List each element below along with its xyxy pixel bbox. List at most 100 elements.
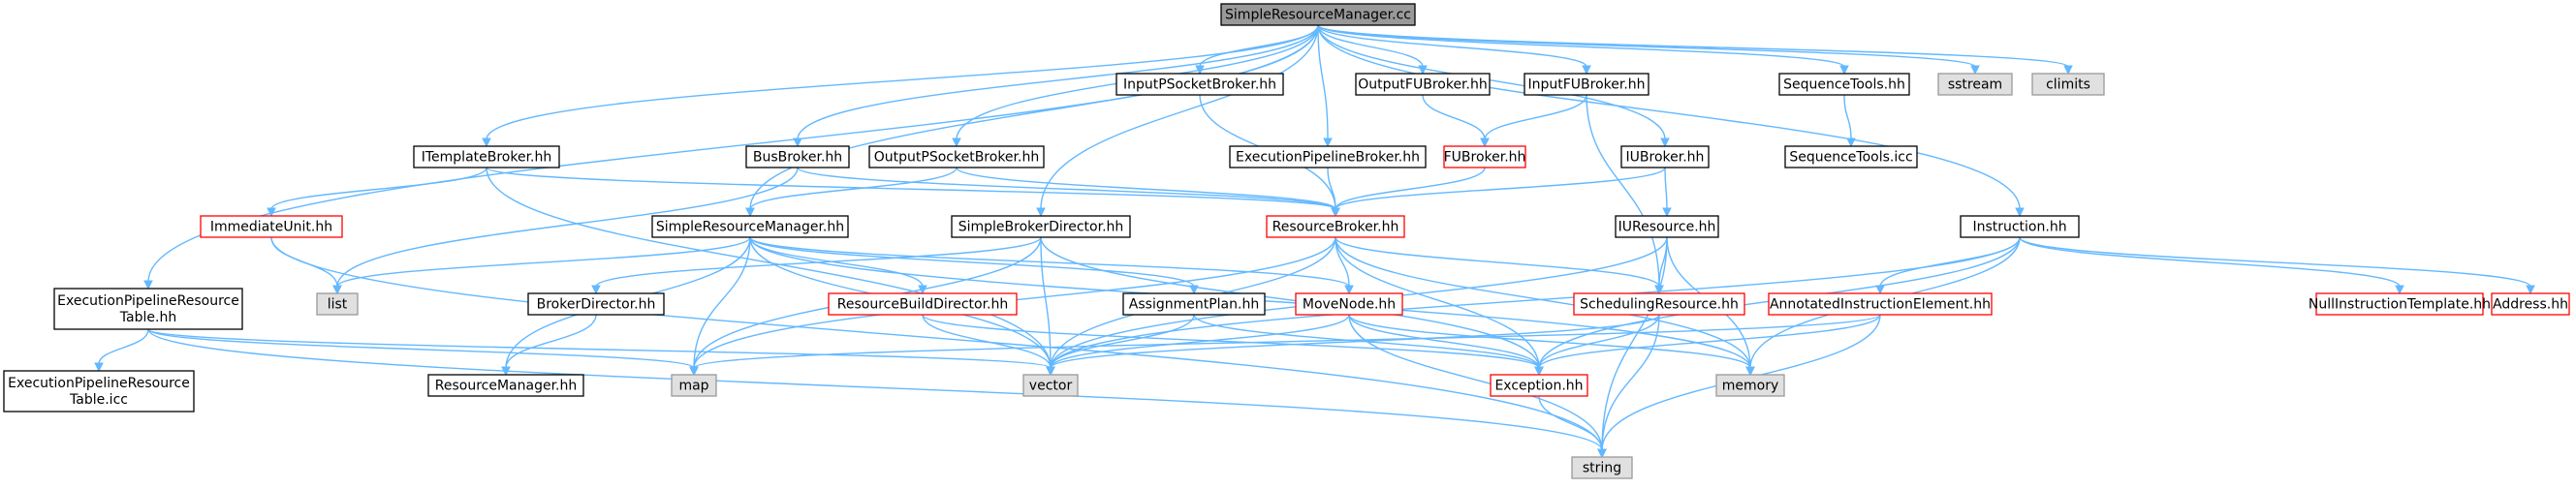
- edge-resourcebroker-to-schedulingresource: [1335, 236, 1660, 288]
- node-box: [1220, 3, 1416, 26]
- node-assignmentplan-hh[interactable]: AssignmentPlan.hh: [1122, 292, 1266, 316]
- node-box: [1266, 215, 1405, 238]
- node-label: Table.icc: [69, 392, 128, 408]
- node-fubroker-hh[interactable]: FUBroker.hh: [1443, 145, 1526, 168]
- edge-root-to-simpleresourcemanager: [749, 24, 1319, 210]
- node-resourcebuilddirector-hh[interactable]: ResourceBuildDirector.hh: [828, 292, 1018, 316]
- node-busbroker-hh[interactable]: BusBroker.hh: [745, 145, 850, 168]
- node-box: [2491, 292, 2570, 316]
- edge-arrowhead: [1597, 448, 1607, 459]
- node-box: [868, 145, 1045, 168]
- edge-arrowhead: [1480, 138, 1490, 148]
- node-label: ExecutionPipelineResource: [57, 293, 239, 309]
- node-climits: climits: [2031, 73, 2105, 96]
- node-box: [1768, 292, 1993, 316]
- node-inputpsocketbroker-hh[interactable]: InputPSocketBroker.hh: [1115, 73, 1284, 96]
- node-outputpsocketbroker-hh[interactable]: OutputPSocketBroker.hh: [868, 145, 1045, 168]
- node-label: SimpleResourceManager.hh: [656, 220, 844, 235]
- node-label: OutputFUBroker.hh: [1358, 77, 1487, 93]
- node-iuresource-hh[interactable]: IUResource.hh: [1615, 215, 1719, 238]
- edge-arrowhead: [689, 366, 699, 377]
- node-label: vector: [1029, 379, 1073, 394]
- node-label: list: [328, 297, 348, 313]
- edge-fubroker-to-resourcebroker: [1335, 167, 1486, 210]
- node-itemplatebroker-hh[interactable]: ITemplateBroker.hh: [413, 145, 560, 168]
- edge-inputfubroker-to-fubroker: [1484, 94, 1587, 140]
- edge-schedulingresource-to-exception: [1538, 314, 1660, 369]
- node-box: [1490, 374, 1588, 397]
- node-box: [53, 288, 243, 330]
- edge-instruction-to-annotatedinstructionelement: [1879, 236, 2021, 288]
- edge-busbroker-to-list: [336, 167, 799, 288]
- edge-instruction-to-address: [2019, 236, 2531, 288]
- node-nullinstructiontemplate-hh[interactable]: NullInstructionTemplate.hh: [2309, 292, 2491, 316]
- edge-inputfubroker-to-schedulingresource: [1586, 94, 1660, 288]
- node-annotatedinstructionelement-hh[interactable]: AnnotatedInstructionElement.hh: [1768, 292, 1993, 316]
- edge-arrowhead: [2063, 65, 2073, 76]
- edge-root-to-simplebrokerdirector: [1040, 24, 1319, 210]
- node-label: Exception.hh: [1494, 379, 1583, 394]
- node-box: [1715, 374, 1785, 397]
- node-label: ResourceManager.hh: [435, 379, 577, 394]
- node-resourcebroker-hh[interactable]: ResourceBroker.hh: [1266, 215, 1405, 238]
- node-executionpipelinebroker-hh[interactable]: ExecutionPipelineBroker.hh: [1229, 145, 1427, 168]
- edge-resourcebuilddirector-to-exception: [922, 314, 1540, 369]
- node-label: sstream: [1948, 77, 2002, 93]
- node-outputfubroker-hh[interactable]: OutputFUBroker.hh: [1355, 73, 1491, 96]
- node-box: [745, 145, 850, 168]
- edge-arrowhead: [1036, 207, 1046, 218]
- node-inputfubroker-hh[interactable]: InputFUBroker.hh: [1524, 73, 1649, 96]
- edge-itemplatebroker-to-immediateunit: [270, 167, 487, 210]
- edge-movenode-to-memory: [1348, 314, 1751, 369]
- node-address-hh[interactable]: Address.hh: [2491, 292, 2570, 316]
- node-label: SimpleBrokerDirector.hh: [958, 220, 1124, 235]
- edge-busbroker-to-resourcebroker: [797, 167, 1336, 210]
- edge-arrowhead: [952, 138, 961, 148]
- node-exception-hh[interactable]: Exception.hh: [1490, 374, 1588, 397]
- edge-root-to-busbroker: [797, 24, 1319, 140]
- edge-arrowhead: [1660, 138, 1670, 148]
- edge-movenode-to-exception: [1348, 314, 1540, 369]
- node-instruction-hh[interactable]: Instruction.hh: [1960, 215, 2080, 238]
- node-box: [1573, 292, 1745, 316]
- node-resourcemanager-hh[interactable]: ResourceManager.hh: [427, 374, 584, 397]
- node-box: [1295, 292, 1403, 316]
- node-label: ExecutionPipelineResource: [8, 376, 190, 391]
- node-label: ITemplateBroker.hh: [422, 150, 552, 166]
- node-label: climits: [2046, 77, 2090, 93]
- node-label: OutputPSocketBroker.hh: [874, 150, 1039, 166]
- node-label: ResourceBroker.hh: [1272, 220, 1399, 235]
- node-label: AssignmentPlan.hh: [1129, 297, 1259, 313]
- edge-eprtable-to-map: [147, 328, 695, 369]
- node-simplebrokerdirector-hh[interactable]: SimpleBrokerDirector.hh: [951, 215, 1131, 238]
- node-brokerdirector-hh[interactable]: BrokerDirector.hh: [527, 292, 665, 316]
- node-box: [1960, 215, 2080, 238]
- node-iubroker-hh[interactable]: IUBroker.hh: [1620, 145, 1710, 168]
- node-box: [1443, 145, 1526, 168]
- edge-arrowhead: [1344, 285, 1354, 295]
- node-layer: SimpleResourceManager.ccITemplateBroker.…: [3, 3, 2570, 479]
- node-sequencetools-hh[interactable]: SequenceTools.hh: [1778, 73, 1910, 96]
- node-simpleresourcemanager-cc[interactable]: SimpleResourceManager.cc: [1220, 3, 1416, 26]
- edge-arrowhead: [793, 138, 802, 148]
- edge-iubroker-to-resourcebroker: [1335, 167, 1666, 210]
- node-label: Address.hh: [2493, 297, 2568, 313]
- node-box: [671, 374, 717, 397]
- node-immediateunit-hh[interactable]: ImmediateUnit.hh: [200, 215, 343, 238]
- node-movenode-hh[interactable]: MoveNode.hh: [1295, 292, 1403, 316]
- node-schedulingresource-hh[interactable]: SchedulingResource.hh: [1573, 292, 1745, 316]
- node-box: [1778, 73, 1910, 96]
- edge-root-to-climits: [1317, 24, 2069, 68]
- node-label: SequenceTools.icc: [1789, 150, 1912, 166]
- edge-arrowhead: [2526, 285, 2535, 295]
- edge-iubroker-to-iuresource: [1664, 167, 1668, 210]
- node-box: [1115, 73, 1284, 96]
- node-label: ResourceBuildDirector.hh: [837, 297, 1009, 313]
- node-sequencetools-icc[interactable]: SequenceTools.icc: [1784, 145, 1918, 168]
- node-label: SchedulingResource.hh: [1580, 297, 1739, 313]
- edge-arrowhead: [745, 207, 755, 218]
- node-simpleresourcemanager-hh[interactable]: SimpleResourceManager.hh: [651, 215, 849, 238]
